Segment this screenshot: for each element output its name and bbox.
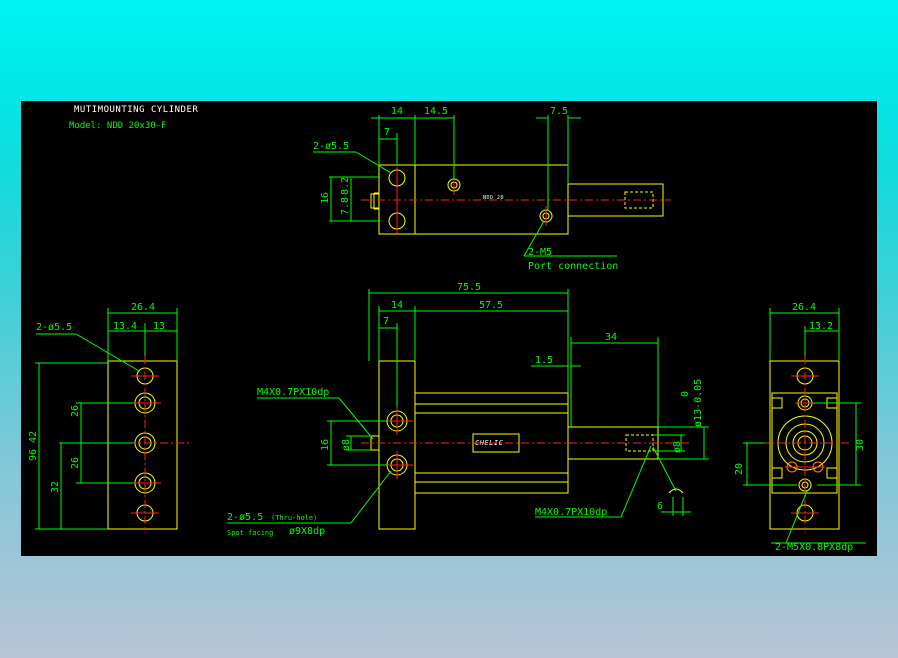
top-body-label: NDD 20 [483,195,504,201]
front-tol-diam: ø13-0.05 [693,379,704,427]
top-dim-14: 14 [391,106,403,117]
top-dim-7-5: 7.5 [550,106,568,117]
right-dim-30: 30 [855,439,866,451]
left-dim-32: 32 [50,481,61,493]
cad-drawing: MUTIMOUNTING CYLINDER Model: NDD 20x30-F… [28,105,866,553]
front-dim-75-5: 75.5 [457,282,481,293]
top-port-note2: Port connection [528,261,618,272]
model-label: Model: NDD 20x30-F [69,121,167,131]
right-dim-13-2: 13.2 [809,321,833,332]
front-dim-d8-left: ø8 [341,439,352,451]
front-spot-dim: ø9X8dp [289,526,325,537]
left-hole-note: 2-ø5.5 [36,322,72,333]
right-view: 26.4 13.2 30 20 2-M5X0.8PX8dp [734,302,866,553]
front-spot-note: Spot facing [227,529,273,537]
front-thru-note: (Thru-hole) [271,514,317,522]
top-dim-16: 16 [320,192,331,204]
front-dim-14: 14 [391,300,403,311]
left-dim-96: 96 42 [28,431,39,461]
front-dim-34: 34 [605,332,617,343]
left-dim-26-4: 26.4 [131,302,155,313]
left-view: 26.4 13.4 13 2-ø5.5 96 42 26 26 32 [28,302,189,533]
cad-drawing-area: MUTIMOUNTING CYLINDER Model: NDD 20x30-F… [21,101,877,556]
top-dim-14-5: 14.5 [424,106,448,117]
left-dim-26b: 26 [70,457,81,469]
right-dim-26-4: 26.4 [792,302,816,313]
left-dim-26a: 26 [70,405,81,417]
top-dim-7-8: 7.8 [340,197,351,215]
left-dim-13-4: 13.4 [113,321,137,332]
front-thread-right: M4X0.7PX10dp [535,507,607,518]
front-dim-6: 6 [657,501,663,512]
front-dim-d8-right: ø8 [672,441,683,453]
front-dim-57-5: 57.5 [479,300,503,311]
front-hole-note: 2-ø5.5 [227,512,263,523]
front-tol-0: 0 [680,391,691,397]
front-dim-1-5: 1.5 [535,355,553,366]
top-hole-note: 2-ø5.5 [313,141,349,152]
top-dim-7: 7 [384,127,390,138]
right-dim-20: 20 [734,463,745,475]
front-view: CHELIC 75.5 14 57.5 7 34 1.5 0 ø13-0.05 … [227,282,709,537]
top-view: NDD 20 14 14.5 7.5 7 2-ø5.5 16 7.8 8.2 2… [313,106,671,272]
top-port-note: 2-M5 [528,247,552,258]
front-dim-7: 7 [383,316,389,327]
top-dim-8-2: 8.2 [340,177,351,195]
front-thread-left: M4X0.7PX10dp [257,387,329,398]
front-dim-16: 16 [320,439,331,451]
left-dim-13: 13 [153,321,165,332]
right-thread-note: 2-M5X0.8PX8dp [775,542,853,553]
drawing-title: MUTIMOUNTING CYLINDER [74,105,198,115]
